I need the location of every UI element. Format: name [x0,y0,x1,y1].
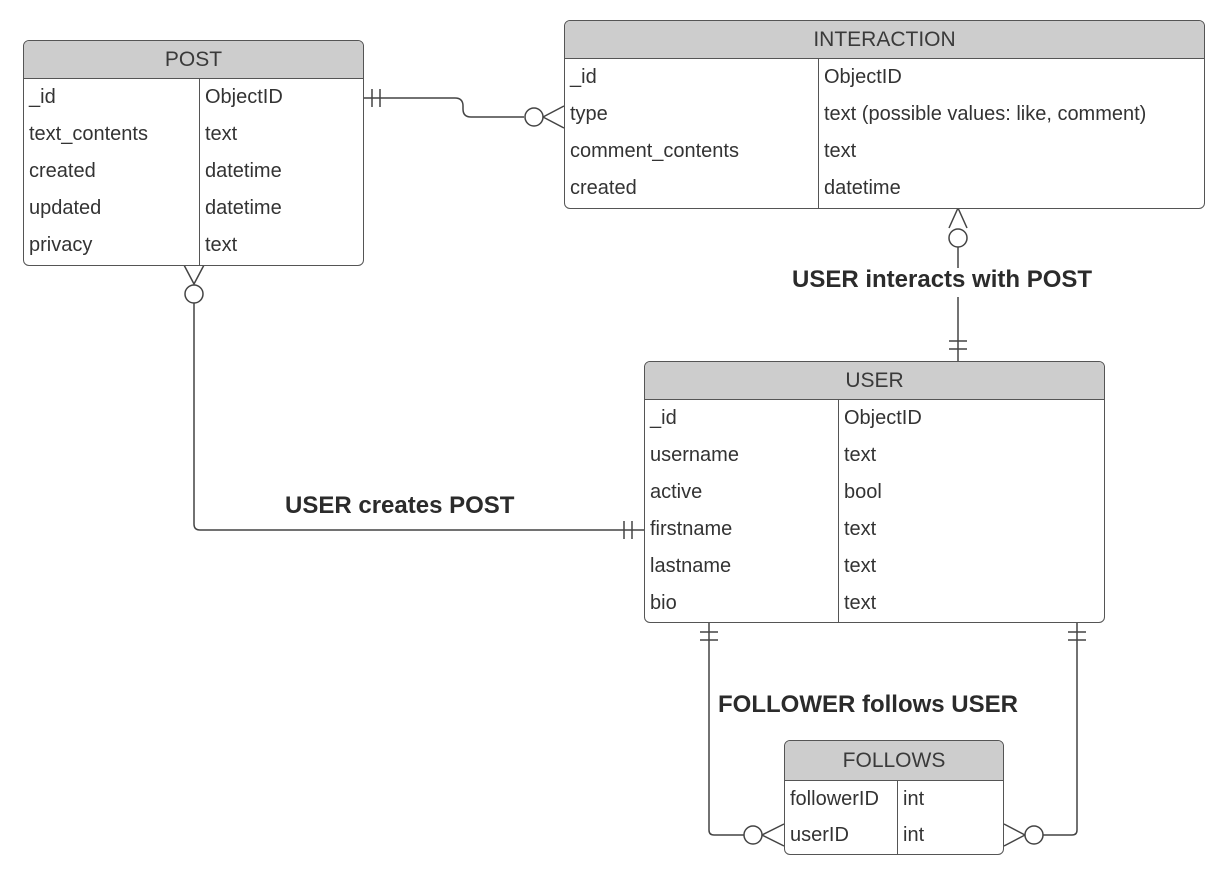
connector-user-follows-left [700,622,785,847]
connector-post-user [183,264,644,539]
field-type: datetime [205,160,282,182]
relationship-label-creates: USER creates POST [285,492,515,519]
field-name: text_contents [29,123,148,145]
field-row: comment_contents text [565,133,1204,170]
field-row: created datetime [565,170,1204,207]
field-type: datetime [824,177,901,199]
field-row: bio text [645,585,1104,622]
field-name: _id [29,86,56,108]
field-row: _id ObjectID [565,59,1204,96]
entity-fields-post: _id ObjectID text_contents text created … [24,79,363,265]
field-row: privacy text [24,227,363,264]
field-name: userID [790,824,849,846]
field-row: active bool [645,474,1104,511]
entity-post[interactable]: POST _id ObjectID text_contents text cre… [23,40,364,266]
field-type: text [844,592,877,614]
field-type: datetime [205,197,282,219]
entity-user[interactable]: USER _id ObjectID username text active b… [644,361,1105,623]
field-type: ObjectID [824,66,902,88]
entity-title-interaction: INTERACTION [565,21,1204,59]
field-type: text [844,444,877,466]
field-row: text_contents text [24,116,363,153]
field-row: username text [645,437,1104,474]
field-name: type [570,103,608,125]
field-name: updated [29,197,102,219]
field-name: username [650,444,739,466]
entity-title-user: USER [645,362,1104,400]
field-name: comment_contents [570,140,739,162]
field-name: lastname [650,555,732,577]
entity-title-follows: FOLLOWS [785,741,1003,781]
field-name: bio [650,592,677,614]
field-row: _id ObjectID [645,400,1104,437]
field-row: type text (possible values: like, commen… [565,96,1204,133]
field-row: updated datetime [24,190,363,227]
field-type: text [844,555,877,577]
field-type: text [824,140,857,162]
field-row: userID int [785,817,1003,853]
field-name: created [570,177,637,199]
entity-fields-follows: followerID int userID int [785,781,1003,854]
field-type: bool [844,481,882,503]
field-row: _id ObjectID [24,79,363,116]
entity-follows[interactable]: FOLLOWS followerID int userID int [784,740,1004,855]
relationship-label-follows: FOLLOWER follows USER [718,691,1018,718]
entity-fields-interaction: _id ObjectID type text (possible values:… [565,59,1204,208]
field-row: lastname text [645,548,1104,585]
field-name: created [29,160,96,182]
field-row: created datetime [24,153,363,190]
field-name: _id [650,407,677,429]
connector-user-follows-right [1003,622,1086,847]
field-type: int [903,824,925,846]
field-name: firstname [650,518,733,540]
field-type: ObjectID [205,86,283,108]
field-type: text [844,518,877,540]
field-row: firstname text [645,511,1104,548]
field-type: text (possible values: like, comment) [824,103,1147,125]
field-name: _id [570,66,597,88]
field-name: followerID [790,788,879,810]
connector-post-interaction [364,89,565,129]
connector-interaction-user [948,207,968,361]
entity-interaction[interactable]: INTERACTION _id ObjectID type text (poss… [564,20,1205,209]
field-type: int [903,788,925,810]
relationship-label-interacts: USER interacts with POST [792,266,1093,293]
field-type: text [205,123,238,145]
field-row: followerID int [785,781,1003,817]
field-type: text [205,234,238,256]
entity-title-post: POST [24,41,363,79]
field-type: ObjectID [844,407,922,429]
field-name: privacy [29,234,93,256]
field-name: active [650,481,703,503]
entity-fields-user: _id ObjectID username text active bool f… [645,400,1104,622]
